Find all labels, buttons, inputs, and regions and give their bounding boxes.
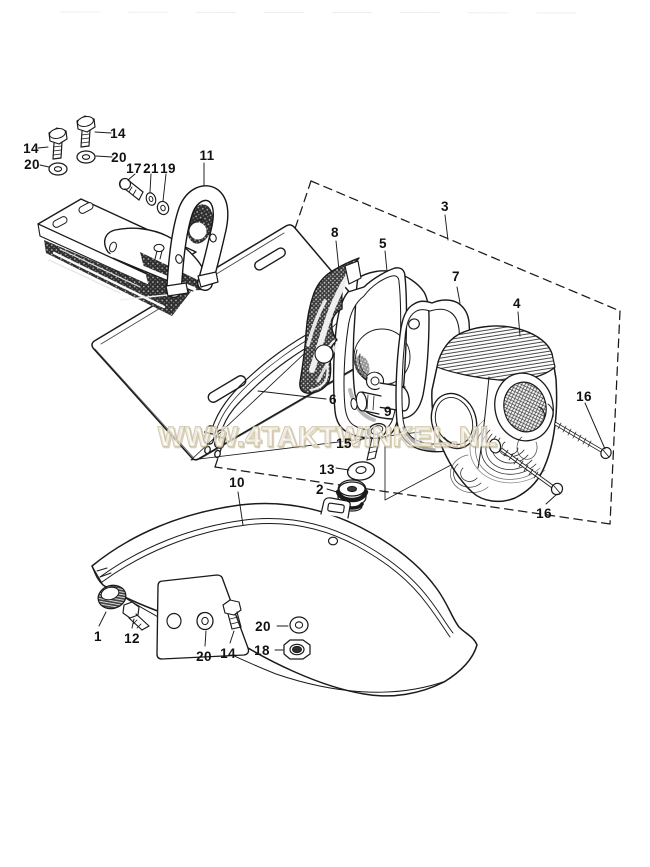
svg-text:1: 1 [94,629,102,644]
svg-text:18: 18 [254,643,270,658]
svg-text:5: 5 [379,236,387,251]
svg-text:21: 21 [143,161,159,176]
svg-text:16: 16 [536,506,552,521]
svg-text:9: 9 [384,404,392,419]
svg-text:6: 6 [329,392,337,407]
svg-text:12: 12 [124,631,140,646]
svg-text:3: 3 [441,199,449,214]
svg-text:11: 11 [199,148,214,163]
svg-text:10: 10 [229,475,245,490]
svg-text:14: 14 [23,141,39,156]
svg-text:17: 17 [126,161,142,176]
svg-text:14: 14 [110,126,126,141]
svg-text:14: 14 [220,646,236,661]
svg-text:2: 2 [316,482,324,497]
svg-text:20: 20 [111,150,127,165]
svg-text:19: 19 [160,161,176,176]
svg-text:15: 15 [336,436,352,451]
svg-text:13: 13 [319,462,335,477]
svg-text:20: 20 [255,619,271,634]
svg-text:8: 8 [331,225,339,240]
svg-text:WWW.4TAKTWINKEL.NL: WWW.4TAKTWINKEL.NL [158,421,497,452]
svg-text:WWW.4TAKTWINKEL.NL: WWW.4TAKTWINKEL.NL [159,422,498,453]
svg-text:4: 4 [513,296,521,311]
svg-text:16: 16 [576,389,592,404]
svg-text:7: 7 [452,269,460,284]
svg-text:20: 20 [24,157,40,172]
svg-text:20: 20 [196,649,212,664]
